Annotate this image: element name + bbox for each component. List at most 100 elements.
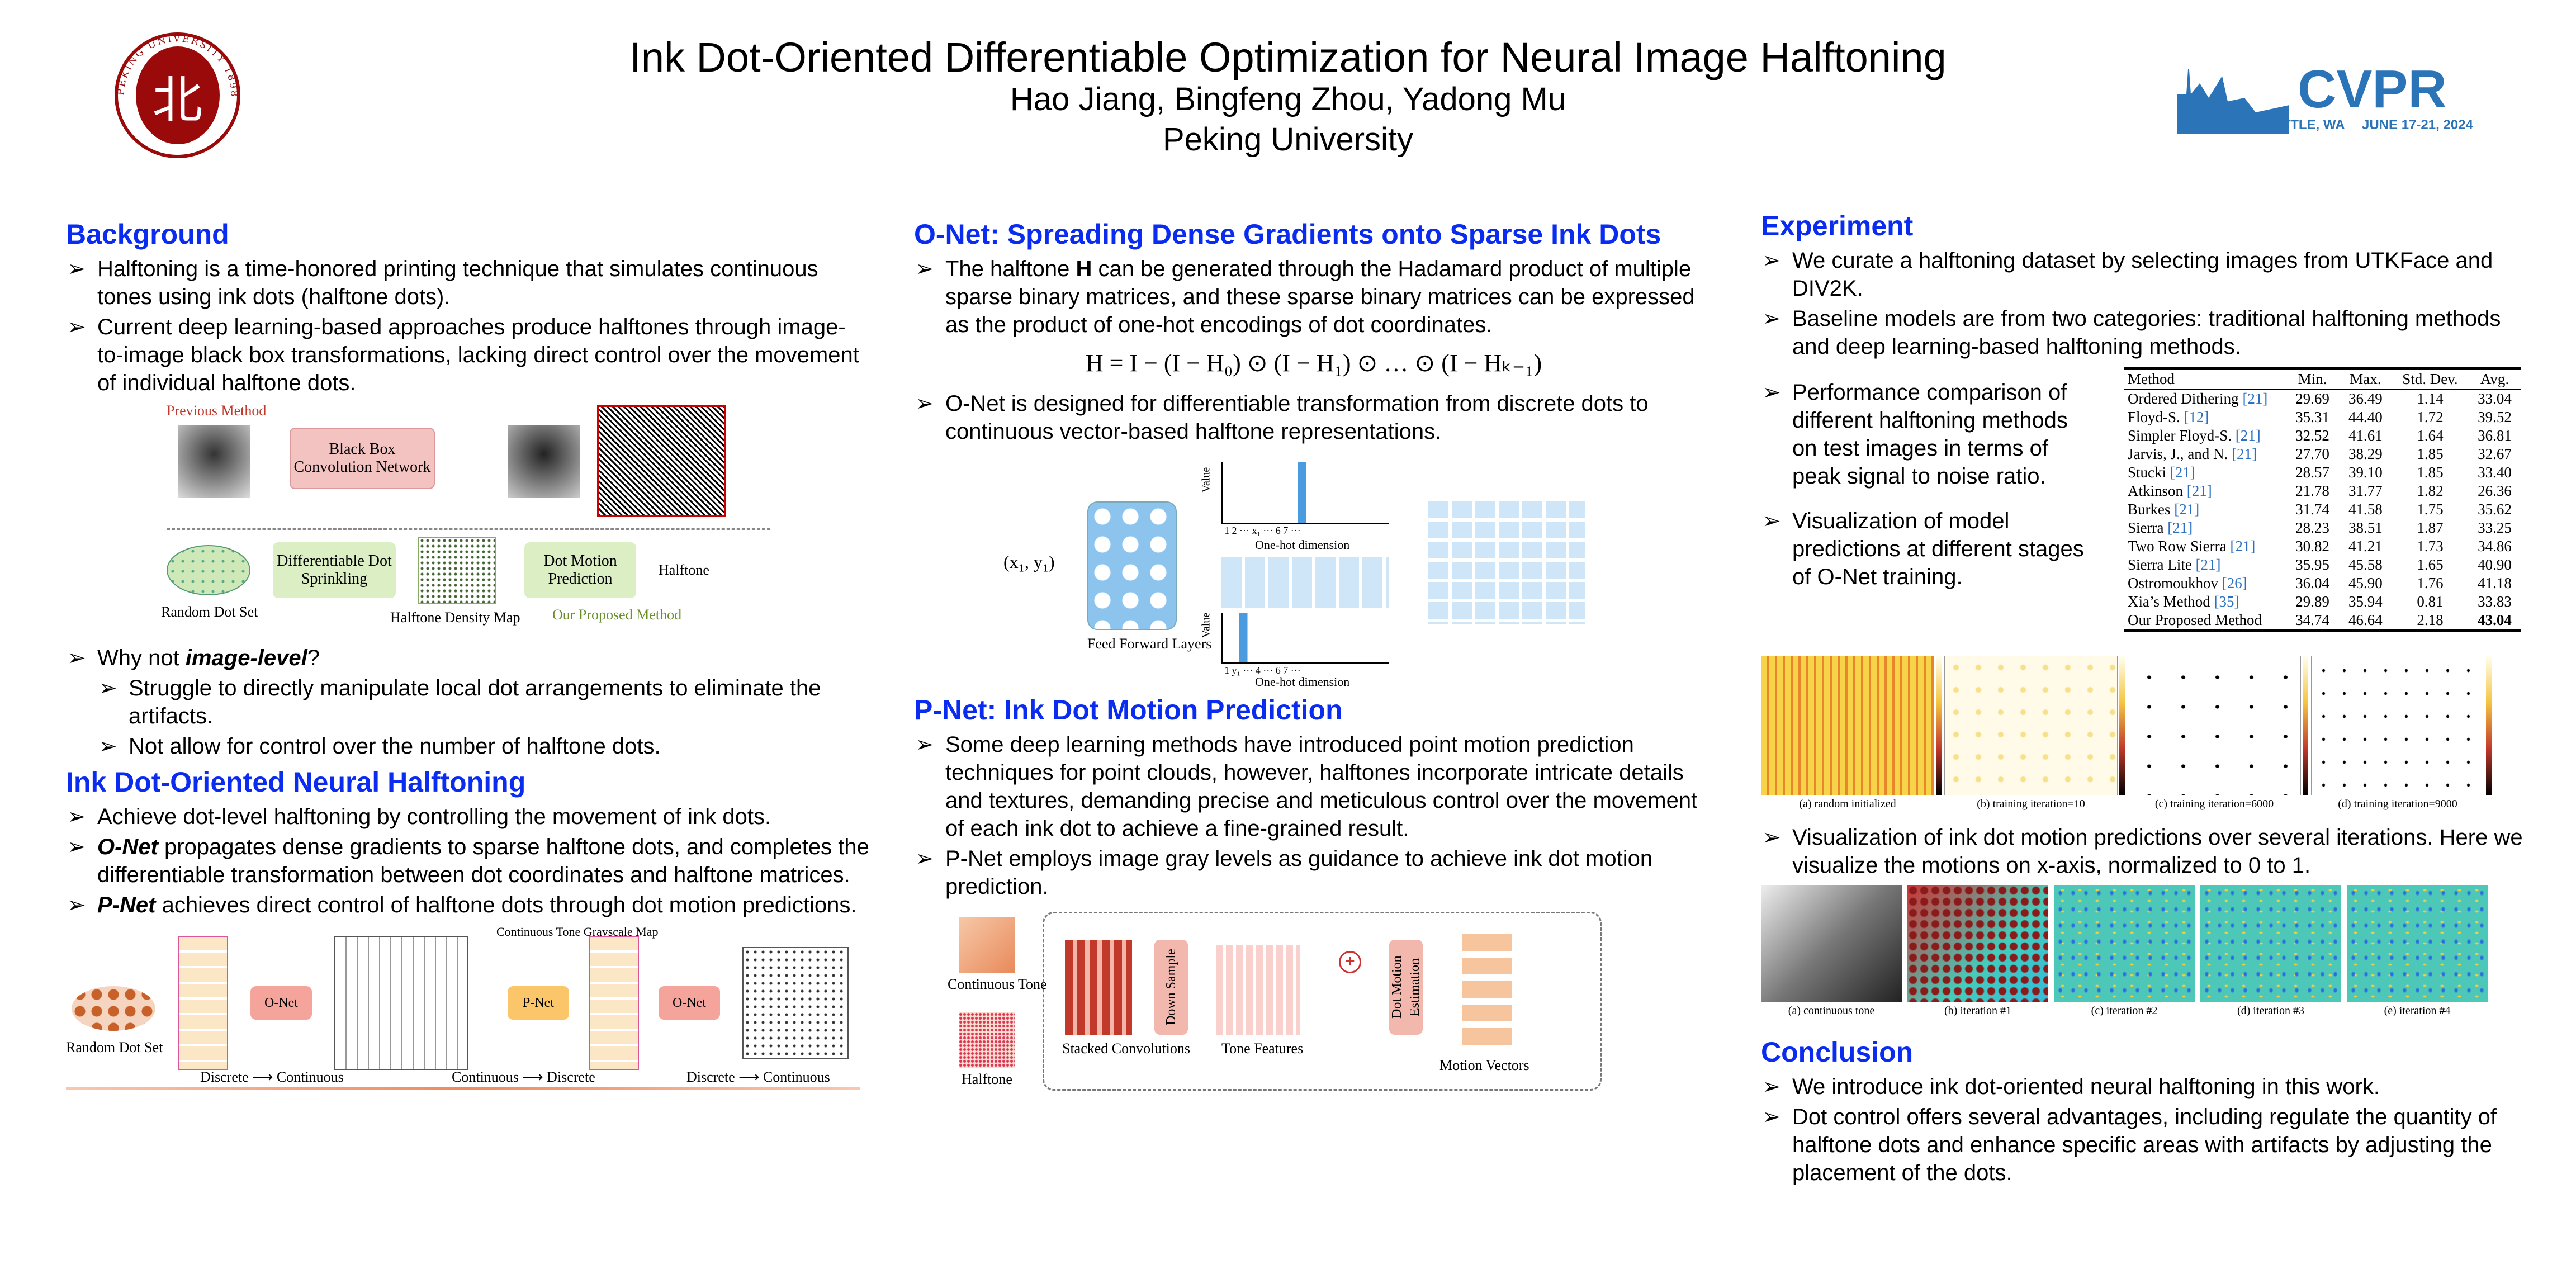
max-cell: 41.58 xyxy=(2348,501,2383,518)
citation-link[interactable]: [21] xyxy=(2167,519,2193,536)
citation-link[interactable]: [21] xyxy=(2242,390,2268,407)
max-cell: 45.58 xyxy=(2348,556,2383,573)
bullet: Visualization of model predictions at di… xyxy=(1761,507,2096,591)
halftone-output-image xyxy=(742,947,849,1059)
citation-link[interactable]: [21] xyxy=(2195,556,2221,573)
avg-cell: 39.52 xyxy=(2478,409,2512,425)
halftone-output-image xyxy=(508,425,580,498)
figure-caption: (e) iteration #4 xyxy=(2384,1005,2451,1017)
motion-plot: (e) iteration #4 xyxy=(2347,885,2488,1017)
column-header: Method xyxy=(2128,371,2175,387)
citation-link[interactable]: [21] xyxy=(2174,501,2200,518)
method-name: Burkes xyxy=(2128,501,2175,518)
heatmap-image xyxy=(1944,656,2125,795)
motion-vectors xyxy=(1462,934,1512,1052)
bullet: We curate a halftoning dataset by select… xyxy=(1761,247,2532,302)
method-cell: Floyd-S. [12] xyxy=(2124,408,2286,427)
bullet: The halftone H can be generated through … xyxy=(914,255,1713,339)
emphasis: O-Net xyxy=(97,835,158,859)
motion-image xyxy=(2200,885,2341,1002)
max-cell: 38.51 xyxy=(2348,519,2383,536)
method-cell: Ostromoukhov [26] xyxy=(2124,574,2286,593)
min-cell: 28.57 xyxy=(2295,464,2329,481)
density-map-label: Halftone Density Map xyxy=(390,609,520,626)
bullet: O-Net is designed for differentiable tra… xyxy=(914,390,1713,446)
method-name: Sierra xyxy=(2128,519,2168,536)
method-cell: Ordered Dithering [21] xyxy=(2124,389,2286,408)
citation-link[interactable]: [12] xyxy=(2184,409,2209,425)
citation-link[interactable]: [35] xyxy=(2214,593,2239,610)
figure-caption: (d) training iteration=9000 xyxy=(2338,798,2457,810)
text: ? xyxy=(307,646,320,670)
max-cell: 38.29 xyxy=(2348,446,2383,462)
method-cell: Burkes [21] xyxy=(2124,500,2286,519)
cvpr-name: CVPR xyxy=(2298,59,2447,119)
column-left: Background Halftoning is a time-honored … xyxy=(66,212,871,1120)
citation-link[interactable]: [21] xyxy=(2231,446,2257,462)
method-name: Xia’s Method xyxy=(2128,593,2214,610)
vectors-label: Motion Vectors xyxy=(1439,1057,1530,1073)
colorbar xyxy=(1936,656,1942,795)
motion-plot: (b) iteration #1 xyxy=(1907,885,2048,1017)
citation-link[interactable]: [21] xyxy=(2170,464,2195,481)
avg-cell: 34.86 xyxy=(2478,538,2512,555)
citation-link[interactable]: [21] xyxy=(2230,538,2256,555)
bullet: P-Net employs image gray levels as guida… xyxy=(914,845,1713,901)
bullet: Current deep learning-based approaches p… xyxy=(66,313,871,397)
bullet: Performance comparison of different half… xyxy=(1761,378,2096,490)
motion-image xyxy=(1761,885,1902,1002)
training-plot: (a) random initialized xyxy=(1761,656,1942,811)
motion-image xyxy=(1907,885,2048,1002)
citation-link[interactable]: [26] xyxy=(2222,575,2247,591)
text: The halftone xyxy=(945,257,1076,281)
onehot-bar-chart-bottom xyxy=(1221,613,1389,664)
axis-label: One-hot dimension xyxy=(1255,675,1350,689)
method-cell: Atkinson [21] xyxy=(2124,482,2286,500)
poster-title: Ink Dot-Oriented Differentiable Optimiza… xyxy=(629,34,1947,80)
column-header: Std. Dev. xyxy=(2402,371,2458,387)
heatmap-image xyxy=(2128,656,2308,795)
training-plot: (b) training iteration=10 xyxy=(1944,656,2125,811)
emphasis: P-Net xyxy=(97,893,156,917)
colorbar xyxy=(2119,656,2125,795)
cvpr-dates: JUNE 17-21, 2024 xyxy=(2362,117,2473,132)
training-plot: (d) training iteration=9000 xyxy=(2311,656,2492,811)
figure-caption: (a) random initialized xyxy=(1799,798,1896,810)
max-cell: 44.40 xyxy=(2348,409,2383,425)
max-cell: 41.61 xyxy=(2348,427,2383,444)
down-sample-box: Down Sample xyxy=(1154,940,1188,1035)
min-cell: 36.04 xyxy=(2295,575,2329,591)
column-middle: O-Net: Spreading Dense Gradients onto Sp… xyxy=(914,212,1713,1102)
avg-cell: 35.62 xyxy=(2478,501,2512,518)
citation-link[interactable]: [21] xyxy=(2186,482,2212,499)
dot-sprinkling-box: Differentiable Dot Sprinkling xyxy=(273,542,396,598)
method-cell: Jarvis, J., and N. [21] xyxy=(2124,445,2286,463)
avg-cell: 43.04 xyxy=(2478,612,2512,628)
bullet-why-not: Why not image-level? xyxy=(66,644,871,672)
citation-link[interactable]: [21] xyxy=(2235,427,2261,444)
figure-caption: (a) continuous tone xyxy=(1788,1005,1875,1017)
std-cell: 1.65 xyxy=(2417,556,2444,573)
column-header: Avg. xyxy=(2480,371,2509,387)
pnet-figure: Continuous Tone Halftone Stacked Convolu… xyxy=(948,906,1713,1096)
method-name: Atkinson xyxy=(2128,482,2187,499)
std-cell: 1.87 xyxy=(2417,519,2444,536)
random-dot-set-image xyxy=(72,986,155,1031)
figure-caption: (b) training iteration=10 xyxy=(1977,798,2085,810)
continuous-tone-image xyxy=(959,917,1015,973)
motion-image xyxy=(2054,885,2195,1002)
method-name: Jarvis, J., and N. xyxy=(2128,446,2232,462)
onet-box: O-Net xyxy=(250,986,312,1020)
min-cell: 28.23 xyxy=(2295,519,2329,536)
avg-cell: 41.18 xyxy=(2478,575,2512,591)
method-name: Floyd-S. xyxy=(2128,409,2184,425)
